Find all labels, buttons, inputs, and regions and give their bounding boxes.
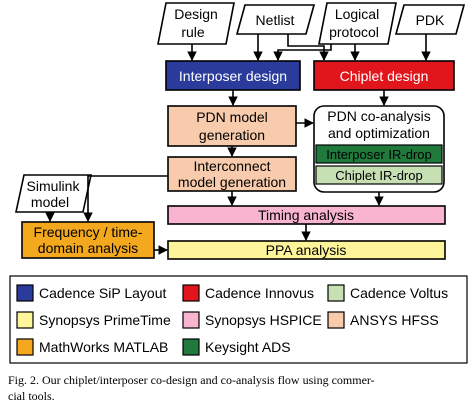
netlist-label: Netlist <box>256 12 295 28</box>
legend-swatch <box>327 311 345 329</box>
pdn-coanalysis-line1: PDN co-analysis <box>327 108 430 124</box>
interposer-ir-drop-label: Interposer IR-drop <box>326 147 432 162</box>
legend-label: MathWorks MATLAB <box>39 339 168 355</box>
logical-protocol-label-line2: protocol <box>329 24 379 40</box>
chiplet-ir-drop-box <box>315 165 443 185</box>
simulink-model-input: Simulink model <box>15 174 92 213</box>
freq-time-domain-analysis-line2: domain analysis <box>38 240 138 256</box>
chiplet-design-box: Chiplet design <box>313 60 455 91</box>
interconnect-model-generation-box: Interconnect model generation <box>167 156 297 192</box>
pdn-coanalysis-box: PDN co-analysis and optimization Interpo… <box>313 105 445 193</box>
pdn-model-generation-line2: generation <box>199 127 265 143</box>
pdn-model-generation-line1: PDN model <box>196 109 268 125</box>
arrow-netlist-to-chiplet <box>287 34 329 61</box>
legend-label: Cadence Voltus <box>350 285 448 301</box>
logical-protocol-input: Logical protocol <box>318 2 397 45</box>
pdk-input: PDK <box>394 4 466 35</box>
legend-swatch <box>16 311 34 329</box>
legend-label: Cadence SiP Layout <box>39 285 166 301</box>
ppa-analysis-box: PPA analysis <box>167 240 446 260</box>
design-rule-input: Design rule <box>157 2 235 45</box>
freq-time-domain-analysis-line1: Frequency / time- <box>34 224 143 240</box>
freq-time-domain-analysis-box: Frequency / time- domain analysis <box>21 221 155 259</box>
pdn-coanalysis-line2: and optimization <box>328 125 430 141</box>
legend-label: Keysight ADS <box>205 339 291 355</box>
interposer-ir-drop-box <box>315 144 443 164</box>
legend-label: Cadence Innovus <box>205 285 314 301</box>
chiplet-ir-drop-label: Chiplet IR-drop <box>335 168 422 183</box>
ppa-analysis-label: PPA analysis <box>266 242 347 258</box>
legend-label: Synopsys PrimeTime <box>39 312 171 328</box>
legend-swatch <box>182 284 200 302</box>
legend-swatch <box>16 338 34 356</box>
legend: Cadence SiP Layout Cadence Innovus Cadence… <box>9 275 468 364</box>
flow-diagram: Design rule Netlist Logical protocol PDK… <box>9 2 468 364</box>
legend-swatch <box>327 284 345 302</box>
simulink-model-label-line1: Simulink <box>27 178 81 194</box>
design-rule-label-line2: rule <box>181 24 205 40</box>
design-rule-label-line1: Design <box>174 6 218 22</box>
interconnect-model-generation-line2: model generation <box>178 174 286 190</box>
netlist-input: Netlist <box>235 4 316 35</box>
chiplet-design-label: Chiplet design <box>340 68 429 84</box>
pdk-label: PDK <box>416 12 445 28</box>
interconnect-model-generation-line1: Interconnect <box>193 158 270 174</box>
logical-protocol-label-line1: Logical <box>335 6 379 22</box>
interposer-design-label: Interposer design <box>179 68 287 84</box>
pdn-model-generation-box: PDN model generation <box>167 105 297 147</box>
interposer-design-box: Interposer design <box>165 60 301 91</box>
simulink-model-label-line2: model <box>31 194 69 210</box>
arrow-interconnect-to-freq-analysis <box>83 175 168 222</box>
legend-frame <box>9 275 468 364</box>
legend-swatch <box>182 311 200 329</box>
legend-label: ANSYS HFSS <box>350 312 439 328</box>
timing-analysis-box: Timing analysis <box>167 205 446 225</box>
figure-caption-continued: cial tools. <box>8 389 55 403</box>
legend-label: Synopsys HSPICE <box>205 312 322 328</box>
arrow-protocol-to-interposer <box>273 44 332 61</box>
timing-analysis-label: Timing analysis <box>258 207 354 223</box>
legend-swatch <box>182 338 200 356</box>
legend-swatch <box>16 284 34 302</box>
figure-caption: Fig. 2. Our chiplet/interposer co-design… <box>8 373 375 387</box>
